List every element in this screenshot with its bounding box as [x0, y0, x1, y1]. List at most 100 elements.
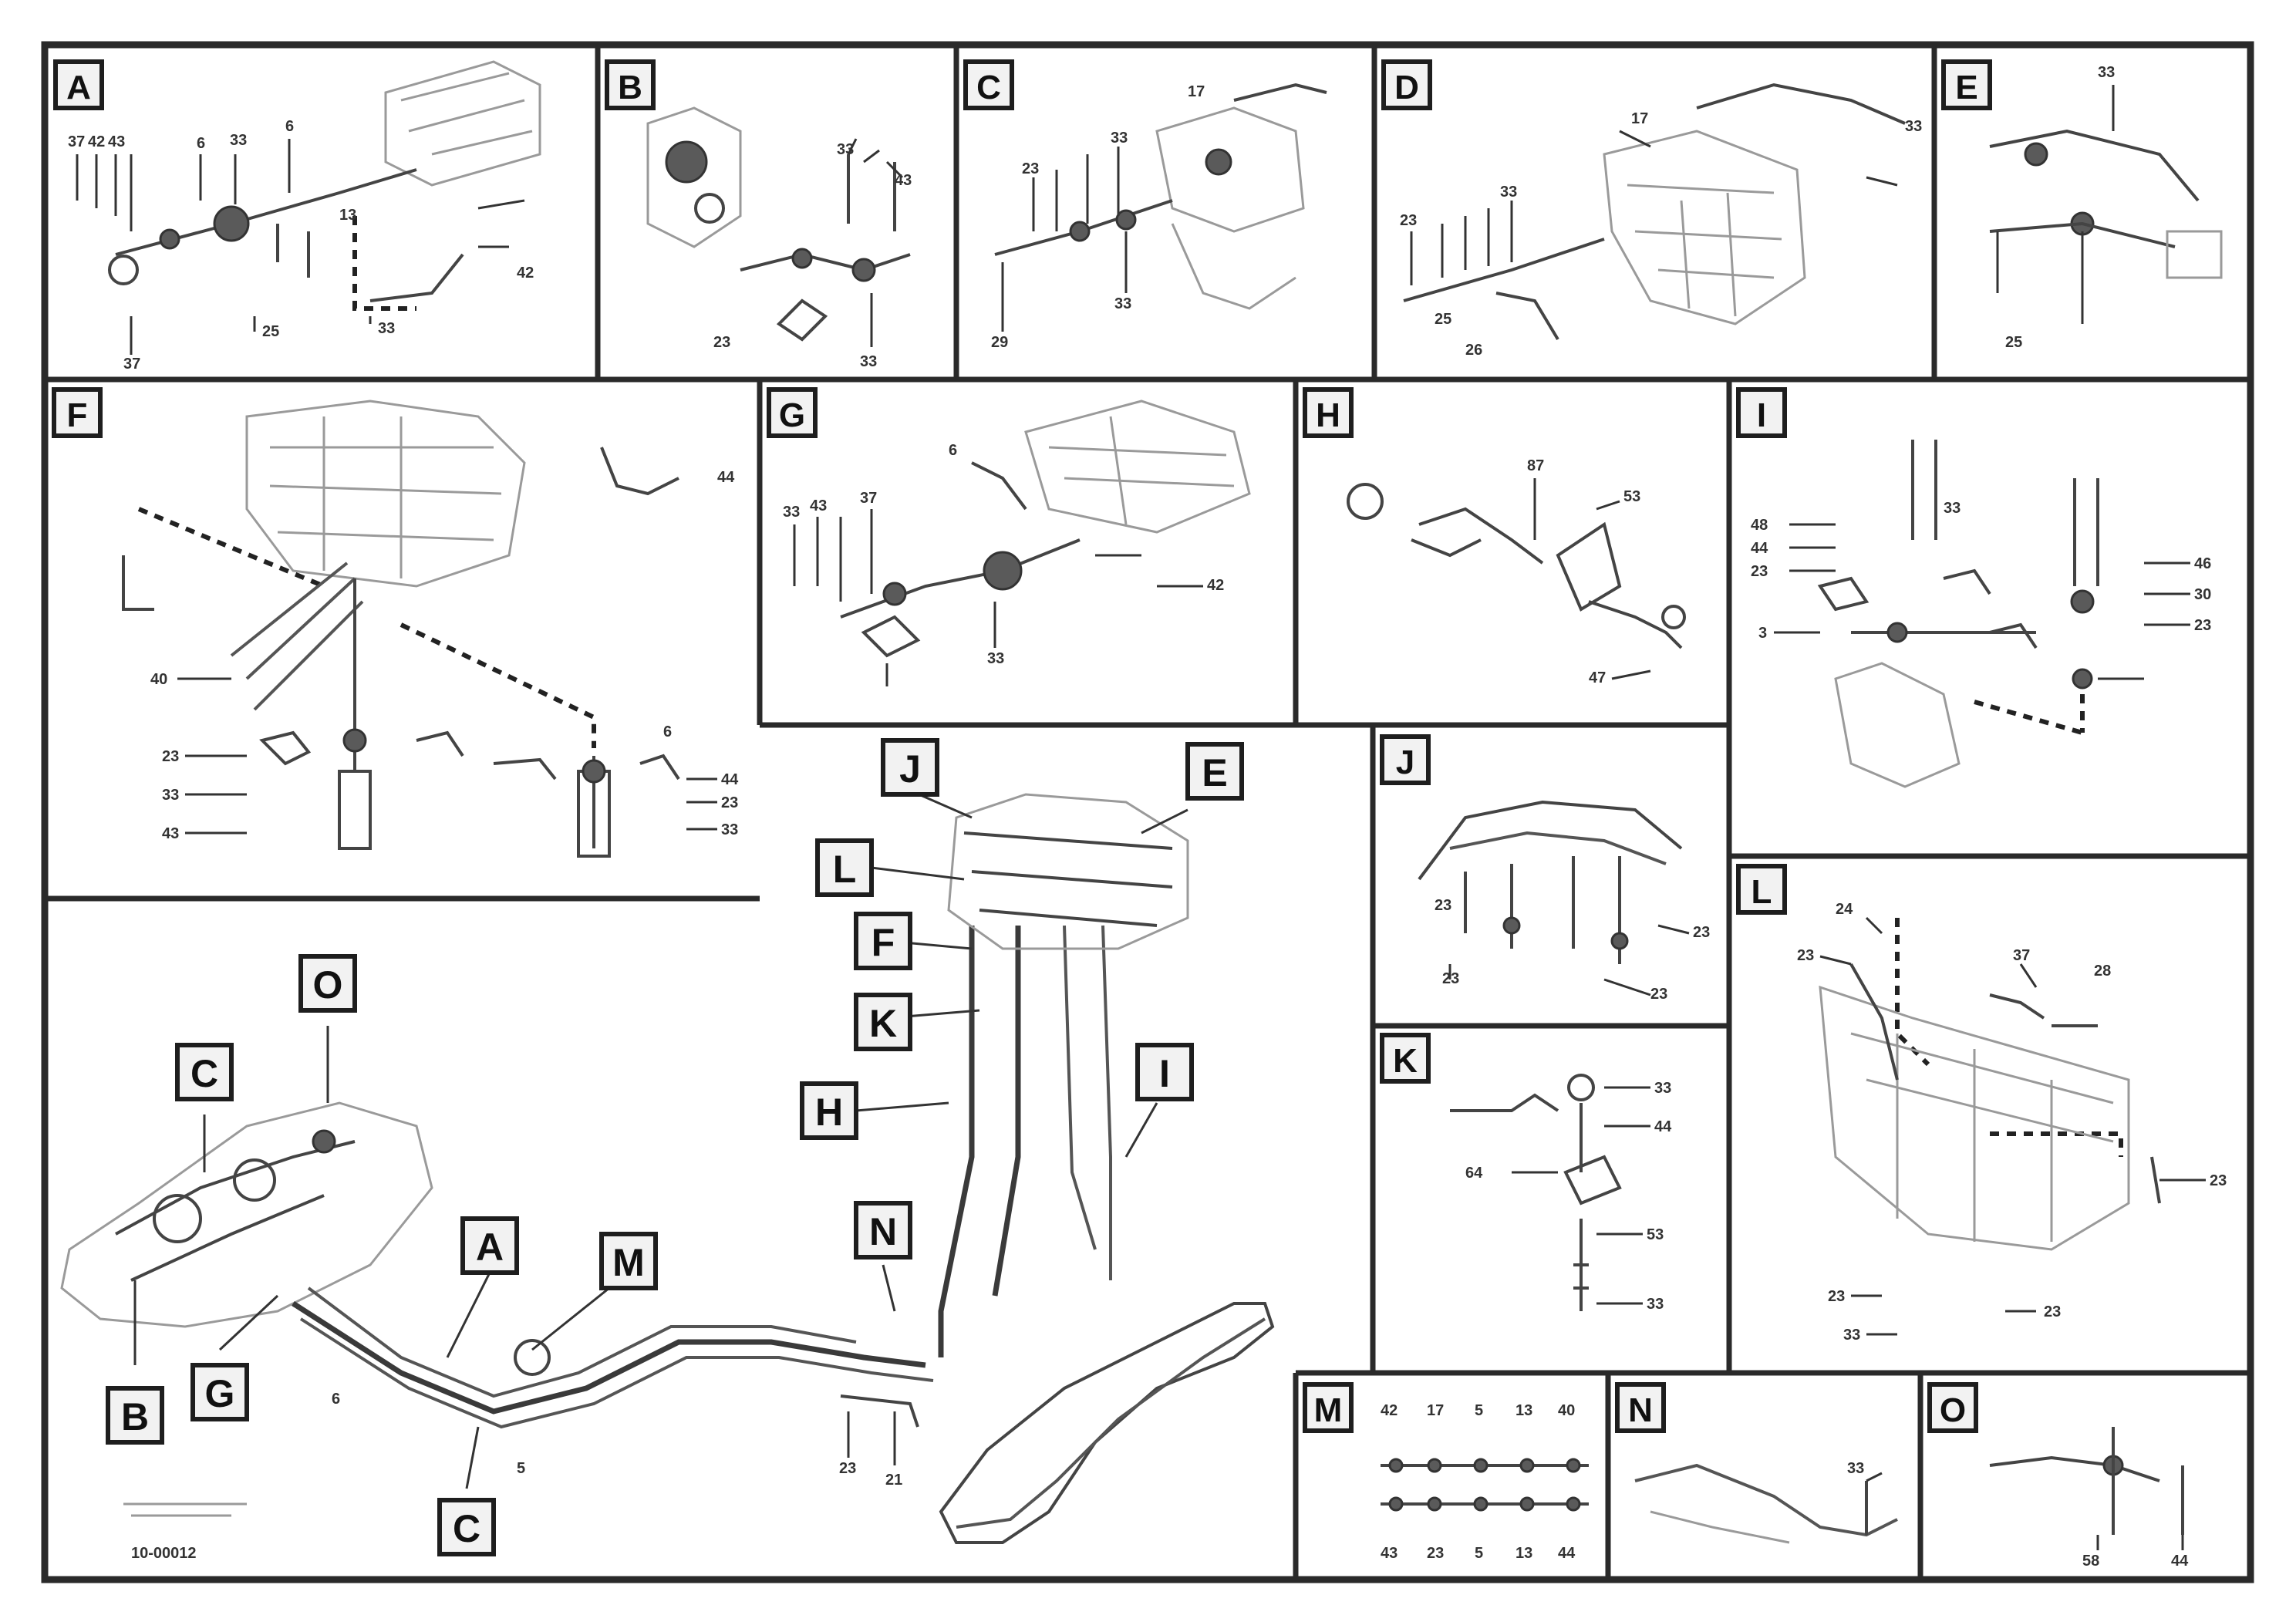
svg-text:25: 25: [262, 323, 279, 340]
svg-text:6: 6: [285, 118, 294, 135]
panel-h-drawing: 87 53 47: [1347, 457, 1686, 686]
panel-tag-k: K: [1380, 1033, 1431, 1084]
svg-text:33: 33: [783, 504, 800, 521]
panel-tag-n: N: [1615, 1382, 1666, 1433]
svg-text:33: 33: [860, 353, 877, 370]
svg-text:13: 13: [1515, 1402, 1532, 1419]
svg-text:43: 43: [162, 825, 179, 842]
svg-text:I: I: [1159, 1052, 1170, 1095]
panel-tag-h: H: [1303, 387, 1354, 438]
panel-a-drawing: 37 42 43 6 33 6 13 42 25 33 37: [68, 60, 541, 373]
svg-text:17: 17: [1188, 83, 1205, 100]
svg-text:43: 43: [810, 497, 827, 514]
svg-text:58: 58: [2082, 1553, 2099, 1570]
panel-i-drawing: 48 44 23 33 3 46 30 23: [1751, 440, 2211, 788]
svg-text:44: 44: [1558, 1545, 1576, 1562]
panel-l-drawing: 24 23 37 28 23 23 33 23: [1797, 901, 2227, 1344]
svg-text:23: 23: [1828, 1288, 1845, 1305]
svg-text:23: 23: [1650, 986, 1667, 1003]
svg-text:L: L: [833, 848, 857, 891]
panel-f-drawing: 23 33 43 44 23 33 44 40 6: [122, 400, 739, 858]
svg-text:23: 23: [1693, 924, 1710, 941]
svg-text:E: E: [1202, 751, 1227, 794]
panel-tag-e: E: [1941, 59, 1992, 110]
svg-text:46: 46: [2194, 555, 2211, 572]
svg-text:30: 30: [2194, 586, 2211, 603]
panel-o-drawing: 58 44: [1989, 1427, 2189, 1570]
panel-tag-a: A: [53, 59, 104, 110]
svg-text:25: 25: [1435, 311, 1451, 328]
svg-text:3: 3: [1758, 625, 1767, 642]
svg-text:17: 17: [1631, 110, 1648, 127]
svg-text:33: 33: [378, 320, 395, 337]
svg-text:F: F: [872, 921, 895, 964]
svg-text:K: K: [869, 1002, 897, 1045]
callout-c-lower: C: [437, 1498, 496, 1556]
svg-text:44: 44: [1654, 1118, 1672, 1135]
panel-k-drawing: 33 44 64 53 33: [1450, 1074, 1672, 1313]
svg-text:23: 23: [1797, 947, 1814, 964]
svg-text:B: B: [618, 69, 642, 106]
panel-tag-d: D: [1381, 59, 1432, 110]
svg-text:33: 33: [1654, 1080, 1671, 1097]
svg-text:A: A: [66, 69, 91, 106]
svg-text:33: 33: [721, 821, 738, 838]
svg-text:5: 5: [1475, 1402, 1483, 1419]
figure-code: 10-00012: [123, 1502, 247, 1562]
svg-text:O: O: [313, 963, 343, 1007]
svg-text:H: H: [815, 1091, 843, 1134]
svg-text:21: 21: [885, 1472, 902, 1489]
svg-text:J: J: [899, 747, 921, 791]
svg-text:42: 42: [517, 265, 534, 282]
callout-k: K: [854, 993, 912, 1051]
svg-text:33: 33: [1843, 1327, 1860, 1344]
panel-tag-f: F: [52, 387, 103, 438]
svg-text:5: 5: [517, 1460, 525, 1477]
svg-text:23: 23: [713, 334, 730, 351]
svg-text:10-00012: 10-00012: [131, 1545, 197, 1562]
svg-text:6: 6: [197, 135, 205, 152]
svg-text:42: 42: [1381, 1402, 1397, 1419]
svg-text:C: C: [190, 1052, 218, 1095]
svg-text:33: 33: [987, 650, 1004, 667]
svg-text:N: N: [1628, 1391, 1653, 1429]
svg-text:13: 13: [1515, 1545, 1532, 1562]
svg-text:M: M: [612, 1241, 645, 1284]
svg-text:G: G: [205, 1372, 235, 1415]
overview-callouts: O C B G A M C J E L F K H I N: [106, 738, 1244, 1556]
svg-text:K: K: [1393, 1042, 1418, 1080]
svg-text:33: 33: [1944, 500, 1961, 517]
svg-text:G: G: [779, 396, 805, 434]
svg-text:13: 13: [339, 207, 356, 224]
svg-text:C: C: [976, 69, 1001, 106]
svg-text:53: 53: [1623, 488, 1640, 505]
svg-text:24: 24: [1836, 901, 1853, 918]
svg-text:F: F: [67, 396, 88, 434]
svg-text:23: 23: [1442, 970, 1459, 987]
svg-text:53: 53: [1647, 1226, 1664, 1243]
svg-text:N: N: [869, 1210, 897, 1253]
callout-f: F: [854, 912, 912, 970]
overview-machine: 6 5 23 21: [60, 789, 1275, 1544]
panel-j-drawing: 23 23 23 23: [1418, 800, 1710, 1003]
svg-text:44: 44: [721, 771, 739, 788]
svg-text:23: 23: [1435, 897, 1451, 914]
svg-text:33: 33: [162, 787, 179, 804]
svg-text:23: 23: [721, 794, 738, 811]
panel-tags: A B C D E F G H I J K L M N O: [52, 59, 1992, 1433]
svg-text:23: 23: [1427, 1545, 1444, 1562]
panel-m-drawing: 42 17 5 13 40 43 23 5 13 44: [1381, 1402, 1589, 1562]
svg-text:33: 33: [837, 141, 854, 158]
svg-text:43: 43: [895, 172, 912, 189]
svg-text:23: 23: [1022, 160, 1039, 177]
svg-text:33: 33: [1905, 118, 1922, 135]
svg-text:33: 33: [1500, 184, 1517, 201]
panel-tag-l: L: [1736, 864, 1787, 915]
svg-text:25: 25: [2005, 334, 2022, 351]
panel-d-drawing: 17 23 33 25 26 33: [1400, 83, 1922, 359]
svg-text:C: C: [453, 1507, 480, 1550]
panel-tag-m: M: [1303, 1382, 1354, 1433]
callout-b: B: [106, 1386, 164, 1445]
svg-text:37: 37: [2013, 947, 2030, 964]
callout-n: N: [854, 1201, 912, 1259]
